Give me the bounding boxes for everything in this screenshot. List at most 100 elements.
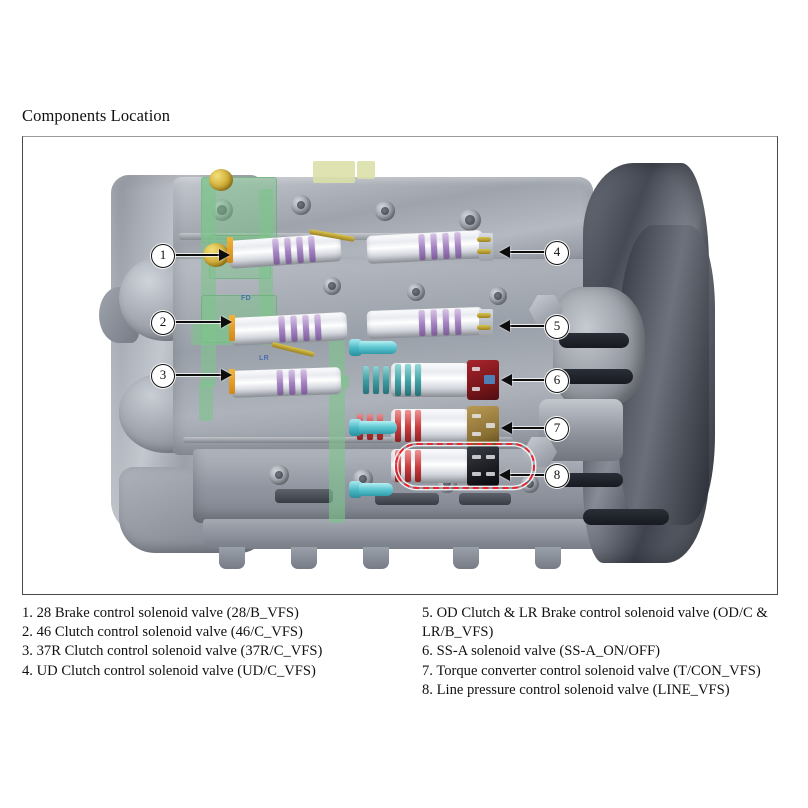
cyan-bolt-head	[349, 339, 362, 356]
legend-item-4: 4. UD Clutch control solenoid valve (UD/…	[22, 662, 316, 679]
cyan-bolt	[359, 341, 397, 354]
cyan-bolt-head	[349, 481, 362, 498]
bolt-boss	[407, 283, 425, 301]
legend-item-6: 6. SS-A solenoid valve (SS-A_ON/OFF)	[422, 643, 660, 660]
connector-keyway	[484, 375, 495, 384]
hydraulic-tube	[559, 333, 629, 348]
coil-band	[395, 364, 401, 396]
casting-rib	[183, 437, 513, 443]
coil-band	[418, 310, 426, 337]
connector-terminal	[472, 387, 480, 391]
callout-7-number[interactable]: 7	[545, 417, 569, 441]
pan-mount-tab	[363, 547, 389, 569]
casting-slot	[275, 489, 333, 503]
connector-tan	[467, 406, 499, 446]
coil-band	[373, 366, 379, 394]
pan-mount-tab	[453, 547, 479, 569]
callout-7-leader	[511, 427, 547, 429]
page-title: Components Location	[22, 106, 171, 125]
coil-band	[395, 450, 401, 482]
coil-band	[314, 314, 322, 341]
pan-mount-tab	[291, 547, 317, 569]
callout-6-arrow	[501, 374, 512, 386]
gold-pin	[477, 325, 491, 330]
callout-5-arrow	[499, 320, 510, 332]
bolt-boss	[489, 287, 507, 305]
coil-band	[442, 232, 450, 259]
coil-band	[395, 410, 401, 442]
solenoid-body	[391, 363, 469, 397]
gold-pin	[477, 249, 491, 254]
connector-terminal	[486, 472, 495, 476]
coil-band	[454, 308, 462, 335]
part-id-label: FD	[241, 295, 251, 302]
cyan-bolt	[359, 483, 393, 496]
connector-terminal	[486, 423, 495, 428]
solenoid-7	[391, 406, 499, 446]
diagram-stage: FD LR 1 2 3 4	[23, 137, 777, 594]
coil-band	[442, 309, 450, 336]
coil-band	[290, 315, 298, 342]
coil-band	[415, 450, 421, 482]
callout-5-leader	[509, 325, 547, 327]
orange-marker	[227, 237, 233, 263]
callout-5-number[interactable]: 5	[545, 315, 569, 339]
casting-slot	[375, 493, 439, 505]
cyan-bolt	[359, 421, 397, 434]
pan-mount-tab	[535, 547, 561, 569]
bolt-boss	[269, 465, 289, 485]
callout-1-number[interactable]: 1	[151, 244, 175, 268]
callout-6-leader	[511, 379, 547, 381]
green-bracket-rail	[329, 333, 345, 523]
callout-7-arrow	[501, 422, 512, 434]
callout-6-number[interactable]: 6	[545, 369, 569, 393]
connector-terminal	[486, 455, 495, 459]
coil-band	[405, 450, 411, 482]
callout-1-leader	[173, 254, 225, 256]
coil-band	[276, 370, 284, 396]
hydraulic-tube	[583, 509, 669, 525]
gold-pin	[477, 237, 491, 242]
orange-marker	[229, 369, 235, 394]
orange-marker	[229, 315, 235, 341]
callout-8-arrow	[499, 469, 510, 481]
pan-mount-tab	[219, 547, 245, 569]
connector-terminal	[472, 414, 481, 418]
legend-left-column: 1. 28 Brake control solenoid valve (28/B…	[22, 604, 412, 681]
legend-item-2: 2. 46 Clutch control solenoid valve (46/…	[22, 624, 303, 641]
green-bracket-tail	[199, 381, 213, 421]
legend-item-5: 5. OD Clutch & LR Brake control solenoid…	[422, 605, 768, 641]
legend-item-1: 1. 28 Brake control solenoid valve (28/B…	[22, 605, 299, 621]
coil-band	[415, 364, 421, 396]
connector-black	[467, 446, 499, 486]
callout-4-number[interactable]: 4	[545, 241, 569, 265]
connector-terminal	[472, 367, 480, 371]
diagram-frame: FD LR 1 2 3 4	[22, 136, 778, 595]
coil-band	[418, 234, 426, 261]
oil-pan-rail	[203, 519, 623, 549]
hydraulic-tube	[551, 473, 623, 487]
casting-slot	[459, 493, 511, 505]
coil-band	[405, 410, 411, 442]
gold-pin	[477, 313, 491, 318]
solenoid-body	[230, 367, 342, 398]
solenoid-3	[230, 367, 342, 398]
solenoid-5	[366, 306, 484, 340]
cyan-bolt-head	[349, 419, 362, 436]
solenoid-6	[391, 360, 499, 400]
yellow-tab	[313, 161, 355, 183]
bolt-boss	[375, 201, 395, 221]
callout-3-leader	[173, 374, 227, 376]
callout-8-number[interactable]: 8	[545, 464, 569, 488]
bolt-boss	[291, 195, 311, 215]
callout-4-arrow	[499, 246, 510, 258]
coil-band	[363, 366, 369, 394]
connector-terminal	[472, 455, 481, 459]
legend-item-3: 3. 37R Clutch control solenoid valve (37…	[22, 643, 323, 660]
callout-2-number[interactable]: 2	[151, 311, 175, 335]
connector-terminal	[472, 472, 481, 476]
callout-3-arrow	[221, 369, 232, 381]
yellow-tab	[357, 161, 375, 179]
callout-3-number[interactable]: 3	[151, 364, 175, 388]
